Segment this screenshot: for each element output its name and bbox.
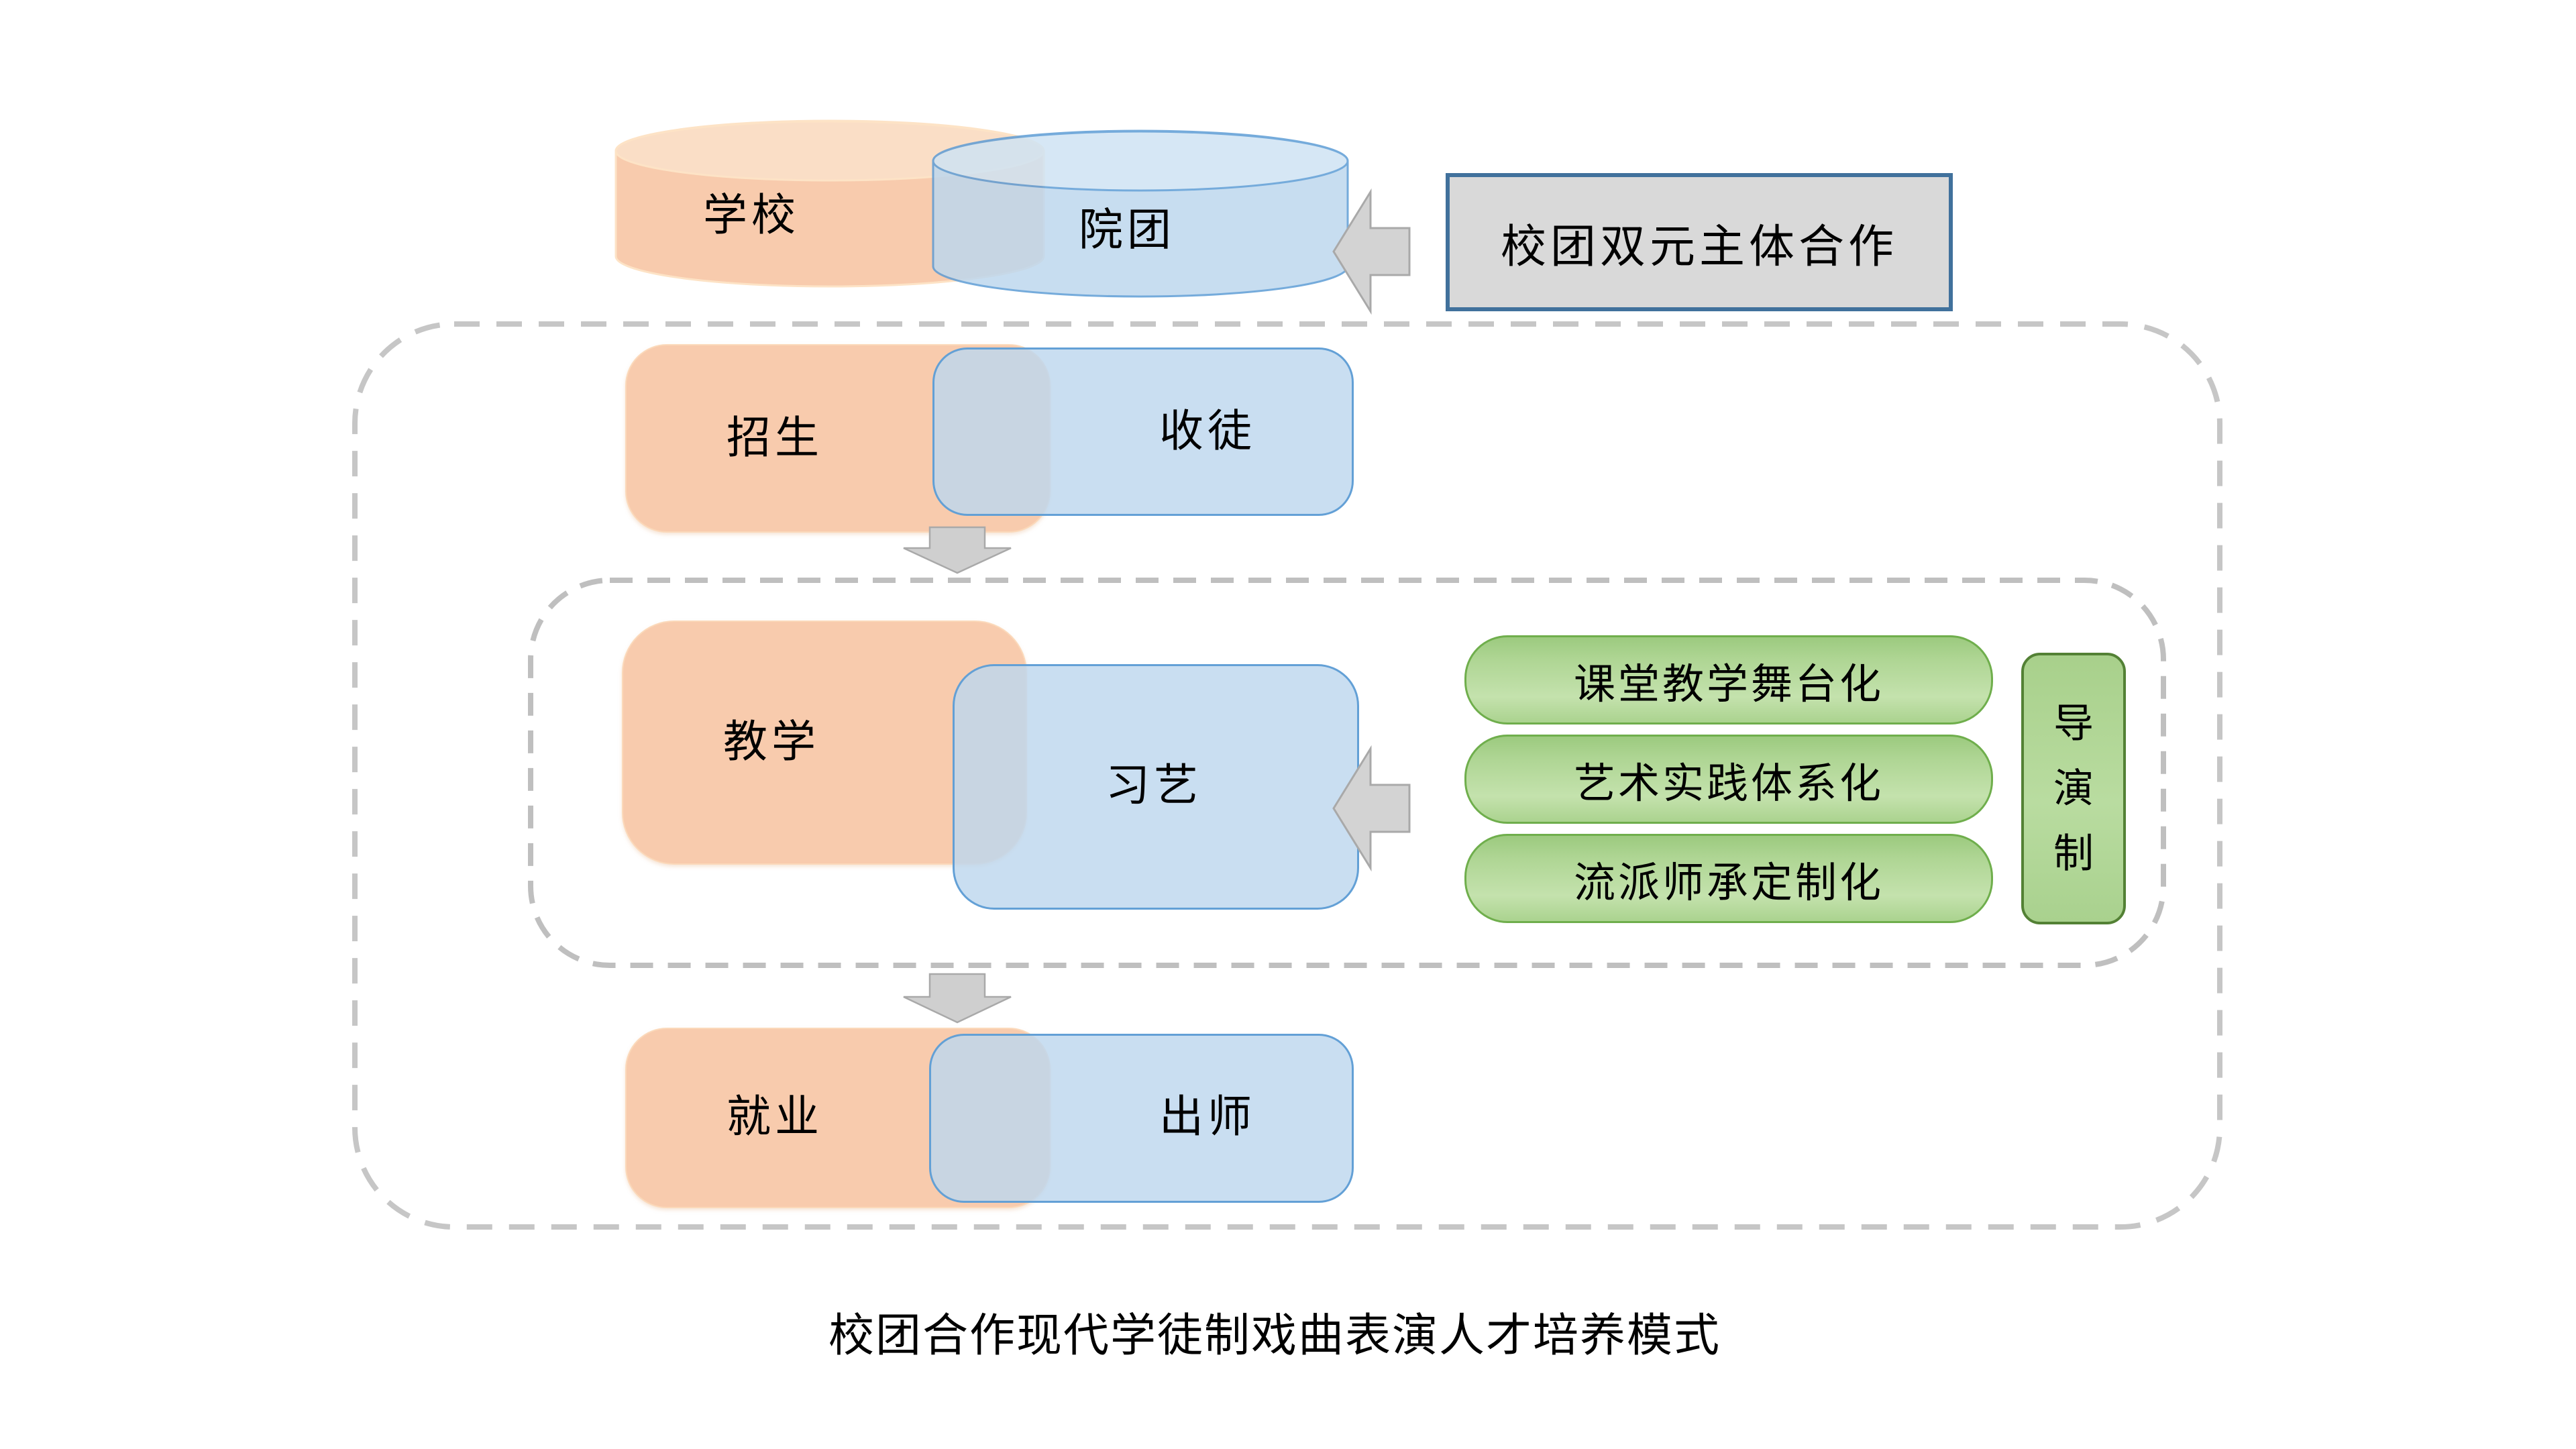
feature-label: 流派师承定制化 [1573, 859, 1884, 906]
left-arrow-icon [1332, 745, 1411, 872]
troupe-cylinder-shape [932, 129, 1349, 298]
employ-troupe-box [929, 1034, 1354, 1203]
down-arrow-icon [903, 526, 1012, 574]
enroll-troupe-box [932, 347, 1354, 516]
enroll-school-label: 招生 [727, 413, 823, 462]
teach-troupe-box [953, 664, 1359, 910]
employ-school-label: 就业 [727, 1091, 823, 1141]
cooperation-box: 校团双元主体合作 [1446, 173, 1953, 311]
feature-label: 艺术实践体系化 [1573, 760, 1884, 807]
school-entity-label: 学校 [703, 190, 800, 239]
outer-dashed-frame [352, 321, 2222, 1230]
cooperation-label: 校团双元主体合作 [1500, 221, 1898, 272]
feature-pill: 课堂教学舞台化 [1464, 635, 1993, 724]
inner-dashed-frame [528, 578, 2166, 968]
feature-pill: 艺术实践体系化 [1464, 735, 1993, 824]
teach-school-label: 教学 [723, 716, 820, 766]
diagram-caption: 校团合作现代学徒制戏曲表演人才培养模式 [828, 1310, 1721, 1361]
enroll-troupe-label: 收徒 [1159, 406, 1256, 455]
director-system-label: 导演制 [2053, 700, 2094, 877]
left-arrow-icon [1332, 188, 1411, 315]
troupe-entity-label: 院团 [1079, 205, 1175, 254]
feature-pill: 流派师承定制化 [1464, 834, 1993, 923]
feature-label: 课堂教学舞台化 [1573, 661, 1884, 708]
down-arrow-icon [903, 973, 1012, 1024]
teach-troupe-label: 习艺 [1106, 760, 1202, 810]
director-system-box: 导演制 [2021, 653, 2126, 924]
employ-troupe-label: 出师 [1159, 1091, 1256, 1141]
